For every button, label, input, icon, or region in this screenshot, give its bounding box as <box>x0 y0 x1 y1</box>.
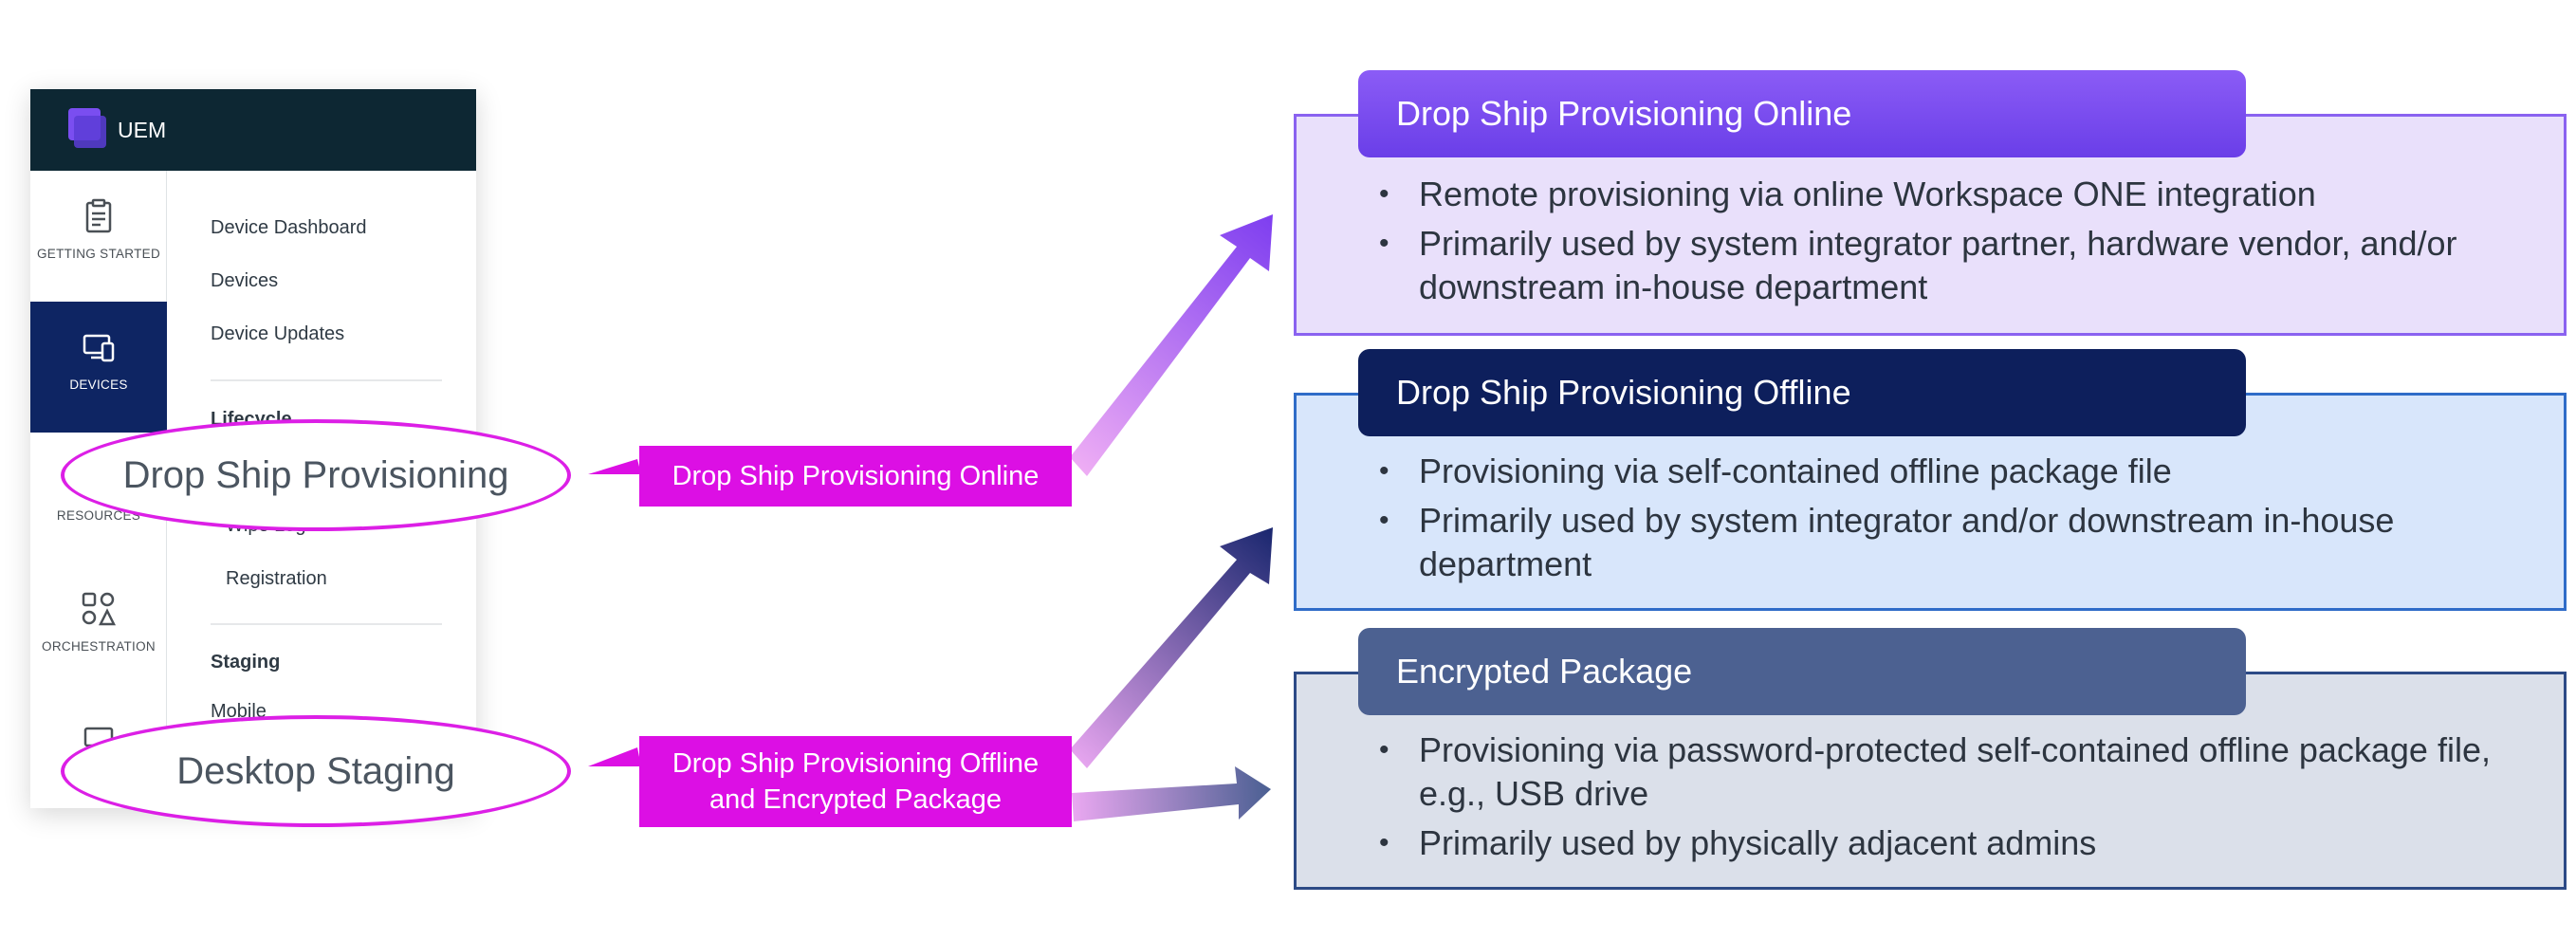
clipboard-icon <box>85 198 112 233</box>
sidebar-label: RESOURCES <box>56 508 141 523</box>
submenu-registration[interactable]: Registration <box>226 568 327 589</box>
sidebar-item-devices[interactable]: DEVICES <box>30 302 167 433</box>
sidebar-item-orchestration[interactable]: ORCHESTRATION <box>30 563 167 694</box>
card-title: Drop Ship Provisioning Offline <box>1358 349 2246 436</box>
card-drop-ship-offline: Drop Ship Provisioning Offline Provision… <box>1294 349 2567 611</box>
card-bullets: Provisioning via self-contained offline … <box>1379 450 2510 592</box>
card-bullets: Provisioning via password-protected self… <box>1379 728 2510 871</box>
submenu-devices[interactable]: Devices <box>211 270 279 291</box>
bullet-item: Primarily used by physically adjacent ad… <box>1379 821 2510 865</box>
bullet-item: Primarily used by system integrator part… <box>1379 222 2510 309</box>
highlight-oval-drop-ship: Drop Ship Provisioning <box>61 419 571 531</box>
callout-drop-ship-online: Drop Ship Provisioning Online <box>639 446 1072 507</box>
bullet-item: Primarily used by system integrator and/… <box>1379 499 2510 586</box>
card-drop-ship-online: Drop Ship Provisioning Online Remote pro… <box>1294 70 2567 336</box>
devices-icon <box>83 334 115 362</box>
card-title: Encrypted Package <box>1358 628 2246 715</box>
bullet-item: Provisioning via self-contained offline … <box>1379 450 2510 493</box>
submenu-divider <box>211 379 442 381</box>
sidebar-label: ORCHESTRATION <box>42 639 156 654</box>
submenu-divider <box>211 623 442 625</box>
card-title: Drop Ship Provisioning Online <box>1358 70 2246 157</box>
callout-pointer-top <box>588 459 641 474</box>
oval-label-desktop-staging: Desktop Staging <box>176 749 455 792</box>
sidebar-label: GETTING STARTED <box>36 247 160 261</box>
orchestration-icon <box>82 592 117 626</box>
oval-label-drop-ship: Drop Ship Provisioning <box>122 453 509 496</box>
callout-drop-ship-offline: Drop Ship Provisioning Offline and Encry… <box>639 736 1072 827</box>
callout-label: Drop Ship Provisioning Online <box>672 461 1040 491</box>
callout-label-line2: and Encrypted Package <box>709 784 1002 815</box>
submenu-device-dashboard[interactable]: Device Dashboard <box>211 217 367 238</box>
arrow-encrypted <box>1072 766 1271 821</box>
uem-app-title: UEM <box>118 118 167 142</box>
submenu-device-updates[interactable]: Device Updates <box>211 323 345 344</box>
card-encrypted-package: Encrypted Package Provisioning via passw… <box>1294 628 2567 890</box>
uem-logo-icon <box>68 108 106 148</box>
arrow-offline <box>1070 527 1273 768</box>
sidebar-label: DEVICES <box>69 378 128 392</box>
submenu-staging[interactable]: Staging <box>211 652 281 673</box>
highlight-oval-desktop-staging: Desktop Staging <box>61 715 571 827</box>
card-bullets: Remote provisioning via online Workspace… <box>1379 173 2510 315</box>
callout-label-line1: Drop Ship Provisioning Offline <box>672 748 1040 779</box>
arrow-online <box>1070 214 1273 476</box>
sidebar-item-getting-started[interactable]: GETTING STARTED <box>30 171 167 302</box>
callout-pointer-bottom <box>588 747 641 766</box>
bullet-item: Provisioning via password-protected self… <box>1379 728 2510 816</box>
uem-header: UEM <box>30 89 476 171</box>
bullet-item: Remote provisioning via online Workspace… <box>1379 173 2510 216</box>
